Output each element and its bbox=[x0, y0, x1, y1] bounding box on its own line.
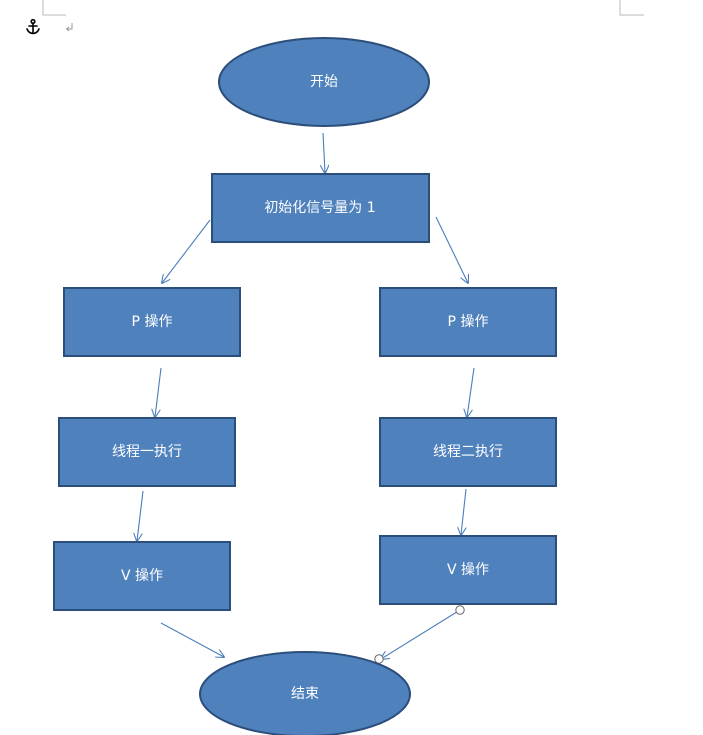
node-end-label: 结束 bbox=[291, 686, 319, 702]
node-p-left[interactable]: P 操作 bbox=[63, 287, 241, 357]
node-v-right-label: V 操作 bbox=[447, 562, 489, 578]
return-mark-icon bbox=[65, 23, 73, 32]
node-thread2[interactable]: 线程二执行 bbox=[379, 417, 557, 487]
arrow-v-right-to-end bbox=[381, 609, 461, 659]
arrow-p-left-to-thread1 bbox=[155, 367, 162, 417]
node-thread1[interactable]: 线程一执行 bbox=[58, 417, 236, 487]
connector-handle-start bbox=[455, 605, 465, 615]
node-start[interactable]: 开始 bbox=[218, 37, 430, 127]
anchor-icon bbox=[26, 18, 40, 35]
node-v-left[interactable]: V 操作 bbox=[53, 541, 231, 611]
arrow-init-to-p-right bbox=[435, 216, 468, 283]
page-crop-marks bbox=[42, 0, 644, 16]
arrow-thread2-to-v-right bbox=[461, 488, 467, 535]
node-start-label: 开始 bbox=[310, 74, 338, 90]
node-p-right-label: P 操作 bbox=[448, 314, 489, 330]
node-init-label: 初始化信号量为 1 bbox=[264, 199, 375, 216]
node-init[interactable]: 初始化信号量为 1 bbox=[211, 173, 430, 243]
arrow-v-left-to-end bbox=[160, 622, 224, 657]
node-thread1-label: 线程一执行 bbox=[112, 444, 182, 460]
arrow-p-right-to-thread2 bbox=[467, 367, 475, 417]
arrow-start-to-init bbox=[323, 132, 325, 173]
node-v-left-label: V 操作 bbox=[121, 568, 163, 584]
arrow-init-to-p-left bbox=[162, 219, 211, 283]
node-end[interactable]: 结束 bbox=[199, 651, 411, 735]
node-p-left-label: P 操作 bbox=[132, 314, 173, 330]
node-thread2-label: 线程二执行 bbox=[433, 444, 503, 460]
node-v-right[interactable]: V 操作 bbox=[379, 535, 557, 605]
connectors bbox=[137, 132, 475, 659]
connector-handle-end bbox=[374, 654, 384, 664]
node-p-right[interactable]: P 操作 bbox=[379, 287, 557, 357]
arrow-thread1-to-v-left bbox=[137, 490, 144, 541]
